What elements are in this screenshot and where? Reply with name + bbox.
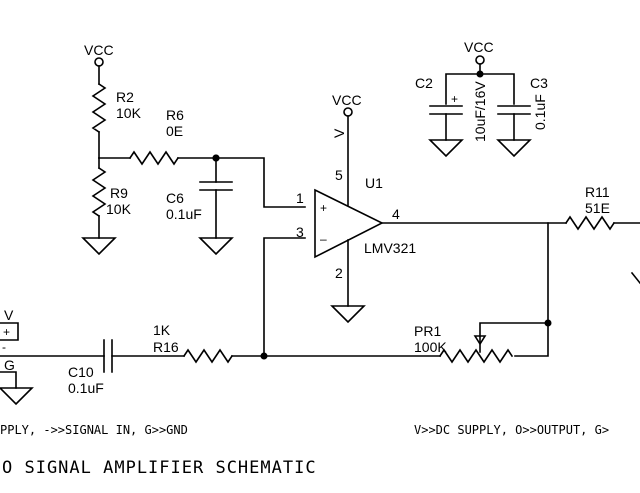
- potentiometer-pr1: [438, 335, 514, 364]
- ground-symbol: [496, 139, 532, 158]
- vcc-label-left: VCC: [84, 42, 114, 58]
- c10-value: 0.1uF: [68, 380, 104, 396]
- note-right: V>>DC SUPPLY, O>>OUTPUT, G>: [414, 423, 609, 437]
- resistor-r6: [128, 150, 180, 166]
- r2-value: 10K: [116, 105, 142, 121]
- r9-value: 10K: [106, 201, 132, 217]
- connector-g: G: [4, 357, 15, 373]
- junction-dot: [476, 70, 484, 78]
- c6-name: C6: [166, 190, 184, 206]
- note-left: PPLY, ->>SIGNAL IN, G>>GND: [0, 423, 188, 437]
- c6-value: 0.1uF: [166, 206, 202, 222]
- resistor-r11: [564, 215, 616, 231]
- c3-value: 0.1uF: [532, 94, 548, 130]
- vcc-label-top: VCC: [464, 39, 494, 55]
- r11-name: R11: [585, 184, 610, 200]
- u1-name: U1: [365, 175, 383, 191]
- ground-symbol-partial: [630, 271, 640, 285]
- ground-symbol: [330, 305, 366, 324]
- r2-name: R2: [116, 89, 134, 105]
- r6-value: 0E: [166, 123, 183, 139]
- r6-name: R6: [166, 107, 184, 123]
- vcc-label-mid: VCC: [332, 92, 362, 108]
- c2-value: 10uF/16V: [472, 81, 488, 142]
- u1-part: LMV321: [364, 240, 416, 256]
- pin2-label: 2: [335, 265, 343, 281]
- connector-v: V: [4, 307, 14, 323]
- junction-dot: [212, 154, 220, 162]
- c2-plus: +: [451, 92, 458, 106]
- resistor-r2: [91, 82, 107, 134]
- pr1-value: 100K: [414, 339, 447, 355]
- vcc-terminal-top: [475, 55, 485, 65]
- c2-name: C2: [415, 75, 433, 91]
- resistor-r9: [91, 166, 107, 218]
- capacitor-c2: [429, 105, 463, 115]
- ground-symbol: [81, 237, 117, 256]
- resistor-r16: [182, 348, 234, 364]
- r9-name: R9: [110, 185, 128, 201]
- c3-name: C3: [530, 75, 548, 91]
- ground-symbol: [198, 237, 234, 256]
- pr1-name: PR1: [414, 323, 441, 339]
- pin5-label: 5: [335, 167, 343, 183]
- r16-value: 1K: [153, 322, 171, 338]
- pin3-label: 3: [296, 224, 304, 240]
- vcc-terminal-left: [94, 57, 104, 67]
- opamp-minus: –: [320, 232, 327, 246]
- connector-plus: +: [3, 325, 10, 339]
- r16-name: R16: [153, 339, 179, 355]
- capacitor-c3: [497, 105, 531, 115]
- opamp-plus: +: [320, 201, 327, 215]
- r11-value: 51E: [585, 200, 610, 216]
- ground-symbol: [428, 139, 464, 158]
- capacitor-c6: [199, 181, 233, 191]
- pin-v-label: V: [331, 128, 347, 138]
- vcc-terminal-mid: [343, 107, 353, 117]
- pin4-label: 4: [392, 206, 400, 222]
- ground-symbol: [0, 387, 34, 406]
- capacitor-c10: [103, 339, 113, 373]
- pin1-label: 1: [296, 190, 304, 206]
- c10-name: C10: [68, 364, 94, 380]
- connector-minus: -: [2, 340, 6, 354]
- schematic-title: O SIGNAL AMPLIFIER SCHEMATIC: [2, 458, 317, 478]
